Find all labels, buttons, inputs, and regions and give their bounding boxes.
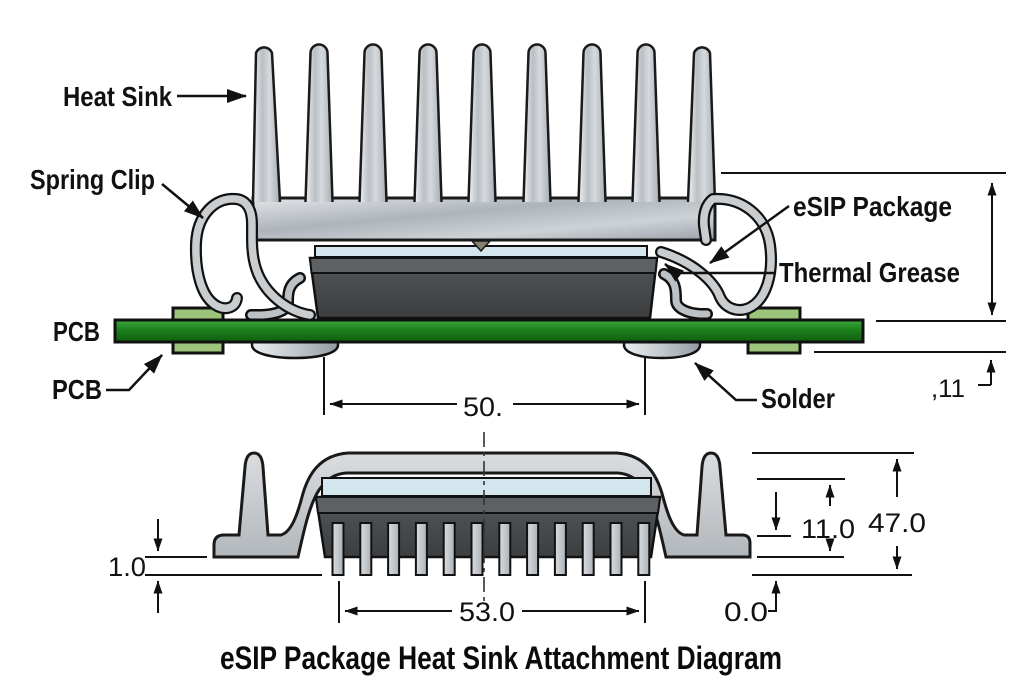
solder-bump-right xyxy=(622,340,702,360)
heat-sink-fin xyxy=(686,46,717,203)
thermal-grease-label: Thermal Grease xyxy=(779,257,960,288)
leader-solder xyxy=(694,362,757,402)
spring-clip-left xyxy=(189,192,316,321)
pin xyxy=(331,522,345,576)
spring-clip-label: Spring Clip xyxy=(30,164,155,195)
dimension-11 xyxy=(771,484,835,552)
heat-sink-fin xyxy=(251,46,282,203)
heat-sink-fin xyxy=(358,43,388,203)
heat-sink-fin xyxy=(304,43,334,203)
pin xyxy=(637,522,651,576)
pin xyxy=(387,522,401,576)
dim-11-value: 11.0 xyxy=(801,514,855,544)
package-section xyxy=(314,495,662,559)
side-view: Heat Sink Spring Clip eSIP Package Therm… xyxy=(30,43,1006,422)
dimension-1-0 xyxy=(145,519,322,613)
pcb-pad-label: PCB xyxy=(52,374,102,405)
diagram-title: eSIP Package Heat Sink Attachment Diagra… xyxy=(220,640,782,676)
heat-sink xyxy=(251,43,717,253)
dimension-53 xyxy=(338,581,646,623)
heat-sink-fin xyxy=(577,43,607,203)
heat-sink-fin xyxy=(413,43,443,203)
dimension-50 xyxy=(323,357,646,415)
package-pins xyxy=(331,522,651,576)
dim-1-0-value: 1.0 xyxy=(108,552,146,582)
dimension-height-reference xyxy=(721,172,1006,322)
heat-sink-base xyxy=(251,196,717,242)
dim-53-value: 53.0 xyxy=(459,597,515,627)
dim-47-value: 47.0 xyxy=(868,508,926,538)
leader-spring-clip xyxy=(161,183,204,219)
pcb-bar xyxy=(113,318,865,344)
pin xyxy=(581,522,595,576)
pin xyxy=(359,522,373,576)
dim-50-value: 50. xyxy=(463,392,503,422)
pin xyxy=(470,522,484,576)
leader-pcb-pad xyxy=(106,354,163,392)
pin xyxy=(498,522,512,576)
dimension-0-0 xyxy=(768,580,781,612)
leader-thermal-grease xyxy=(664,263,776,282)
leader-esip-package xyxy=(709,204,790,265)
heat-sink-fin xyxy=(522,43,552,203)
pin xyxy=(414,522,428,576)
esip-package-body xyxy=(308,256,659,320)
solder-label: Solder xyxy=(761,383,835,414)
grease-dab xyxy=(470,240,492,253)
dimension-offset xyxy=(814,351,1006,386)
cross-section-view: 1.0 53.0 11.0 47.0 0.0 xyxy=(108,432,926,627)
dim-offset-value: ,11 xyxy=(931,375,965,403)
pin xyxy=(526,522,540,576)
pin xyxy=(553,522,567,576)
pin xyxy=(609,522,623,576)
spring-clip-section xyxy=(212,451,752,559)
heat-sink-fin xyxy=(467,43,497,203)
section-reference-lines xyxy=(752,452,914,576)
heat-sink-label: Heat Sink xyxy=(63,81,172,112)
pcb-board-label: PCB xyxy=(53,316,100,347)
spring-clip-right xyxy=(655,192,777,316)
solder-bump-left xyxy=(250,340,340,360)
esip-package-label: eSIP Package xyxy=(793,191,952,222)
heat-sink-fin xyxy=(631,43,661,203)
grease-plate-section xyxy=(321,477,652,497)
dim-0-0-value: 0.0 xyxy=(724,597,768,627)
pin xyxy=(442,522,456,576)
